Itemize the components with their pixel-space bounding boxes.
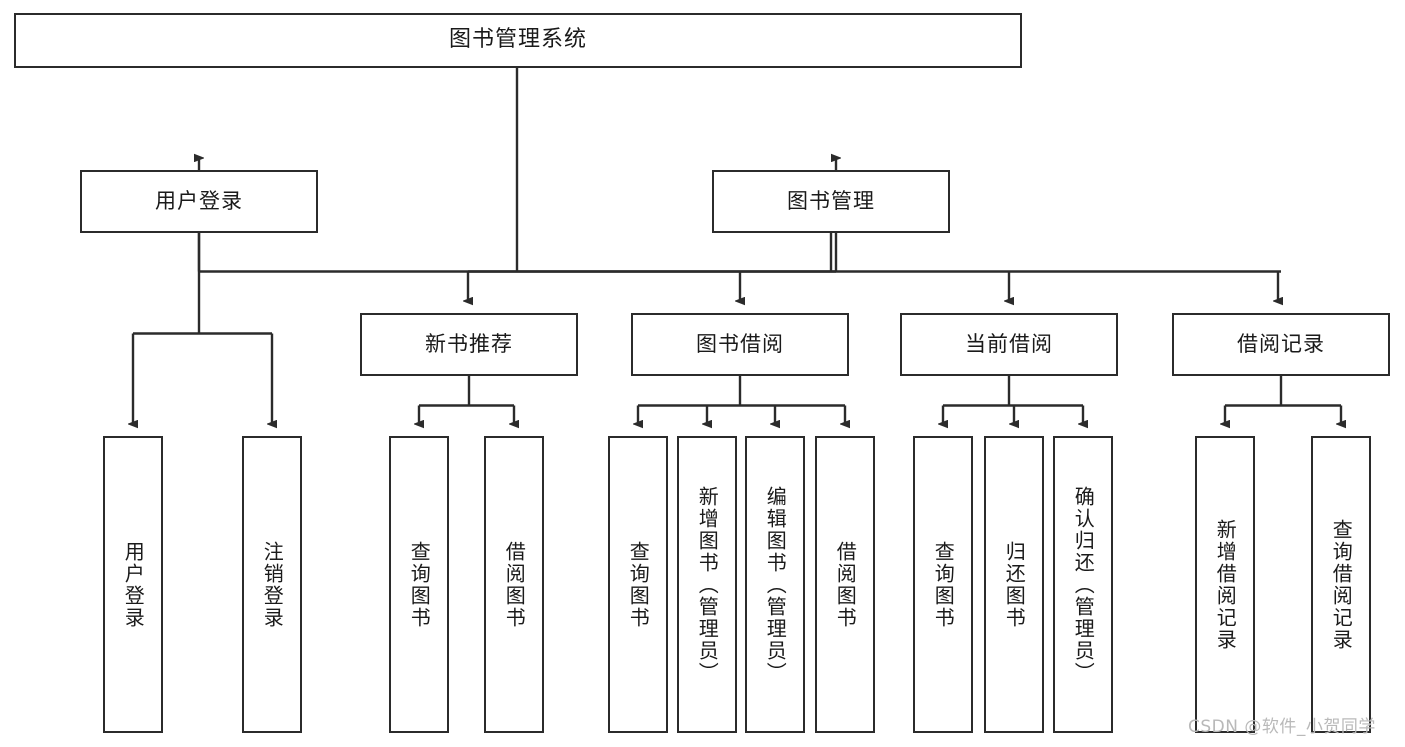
leaf-query-book-current[interactable]: 查询图书 [913,436,973,733]
node-root-book-management-system[interactable]: 图书管理系统 [14,13,1022,68]
leaf-borrow-book[interactable]: 借阅图书 [815,436,875,733]
node-book-borrow[interactable]: 图书借阅 [631,313,849,376]
node-new-book-recommend[interactable]: 新书推荐 [360,313,578,376]
node-current-borrow[interactable]: 当前借阅 [900,313,1118,376]
leaf-user-logout[interactable]: 注销登录 [242,436,302,733]
node-borrow-record[interactable]: 借阅记录 [1172,313,1390,376]
leaf-query-book-recommend[interactable]: 查询图书 [389,436,449,733]
csdn-watermark: CSDN @软件_小贺同学 [1188,717,1376,737]
leaf-return-book[interactable]: 归还图书 [984,436,1044,733]
leaf-confirm-return-admin[interactable]: 确认归还（管理员） [1053,436,1113,733]
leaf-edit-book-admin[interactable]: 编辑图书（管理员） [745,436,805,733]
node-book-management[interactable]: 图书管理 [712,170,950,233]
leaf-user-login[interactable]: 用户登录 [103,436,163,733]
leaf-borrow-book-recommend[interactable]: 借阅图书 [484,436,544,733]
leaf-query-borrow-record[interactable]: 查询借阅记录 [1311,436,1371,733]
leaf-add-book-admin[interactable]: 新增图书（管理员） [677,436,737,733]
node-user-login[interactable]: 用户登录 [80,170,318,233]
leaf-query-book-borrow[interactable]: 查询图书 [608,436,668,733]
leaf-add-borrow-record[interactable]: 新增借阅记录 [1195,436,1255,733]
